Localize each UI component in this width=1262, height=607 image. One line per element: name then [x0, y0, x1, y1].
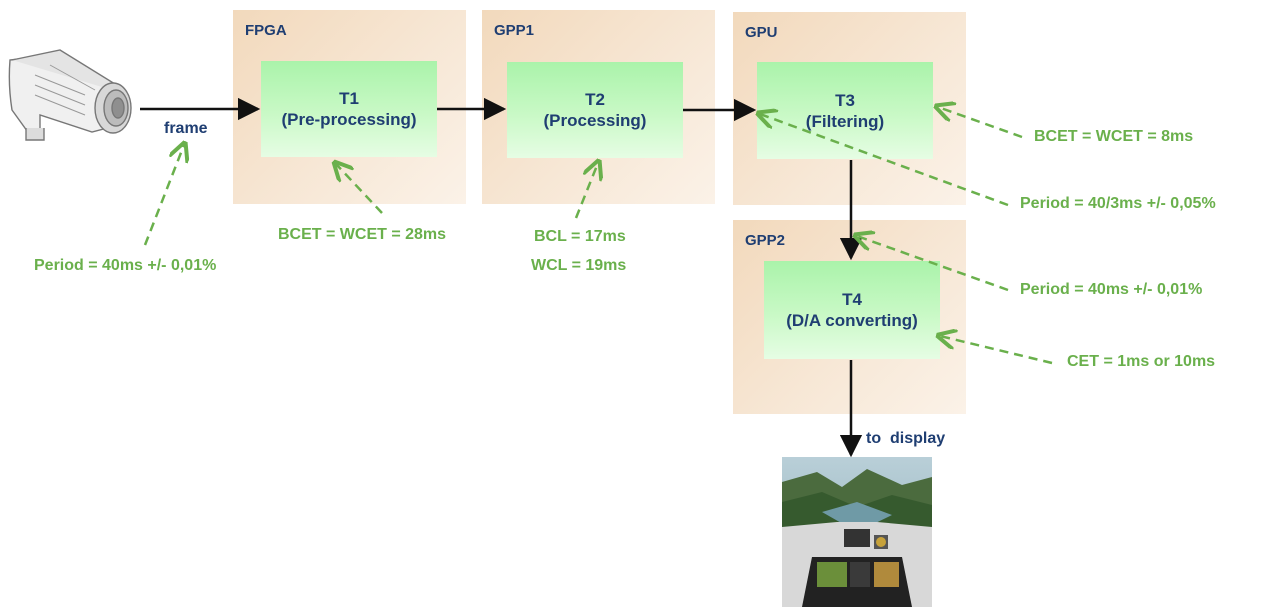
t3-period-note: Period = 40/3ms +/- 0,05%: [1020, 195, 1216, 212]
cockpit-display-icon: [782, 457, 932, 607]
processor-label-gpu: GPU: [745, 24, 778, 41]
processor-label-fpga: FPGA: [245, 22, 287, 39]
input-period-note: Period = 40ms +/- 0,01%: [34, 257, 217, 274]
video-camera-icon: [8, 49, 132, 141]
task-t4-desc: (D/A converting): [786, 311, 918, 330]
annotation-arrow-t2: [574, 163, 598, 219]
annotation-arrow-t3-period: [760, 114, 1009, 207]
processor-label-gpp2: GPP2: [745, 232, 786, 249]
task-t1: T1 (Pre-processing): [261, 61, 437, 157]
annotation-arrow-input-period: [143, 145, 184, 246]
task-t2: T2 (Processing): [507, 62, 683, 158]
task-t3-desc: (Filtering): [805, 111, 885, 131]
task-t4: T4 (D/A converting): [764, 261, 940, 359]
task-t4-name: T4: [842, 290, 862, 309]
processor-label-gpp1: GPP1: [494, 22, 535, 39]
task-t2-name: T2: [585, 90, 605, 109]
task-t2-desc: (Processing): [543, 111, 647, 130]
t1-timing-note: BCET = WCET = 28ms: [278, 226, 447, 243]
t4-cet-note: CET = 1ms or 10ms: [1067, 353, 1216, 370]
t4-period-note: Period = 40ms +/- 0,01%: [1020, 281, 1203, 298]
t2-wcl-note: WCL = 19ms: [531, 257, 627, 274]
task-t3-name: T3: [835, 90, 855, 110]
task-t1-name: T1: [339, 89, 359, 108]
task-t3: T3 (Filtering): [757, 62, 933, 159]
annotation-arrow-t4-cet: [940, 336, 1053, 365]
t2-bcl-note: BCL = 17ms: [534, 228, 626, 245]
task-t1-desc: (Pre-processing): [281, 110, 417, 129]
annotation-arrow-t3-timing: [938, 107, 1023, 139]
t3-timing-note: BCET = WCET = 8ms: [1034, 128, 1194, 145]
annotation-arrow-t1: [336, 164, 383, 214]
frame-label: frame: [164, 120, 208, 137]
to-display-label: to display: [866, 430, 946, 447]
annotation-arrow-t4-period: [857, 236, 1009, 292]
